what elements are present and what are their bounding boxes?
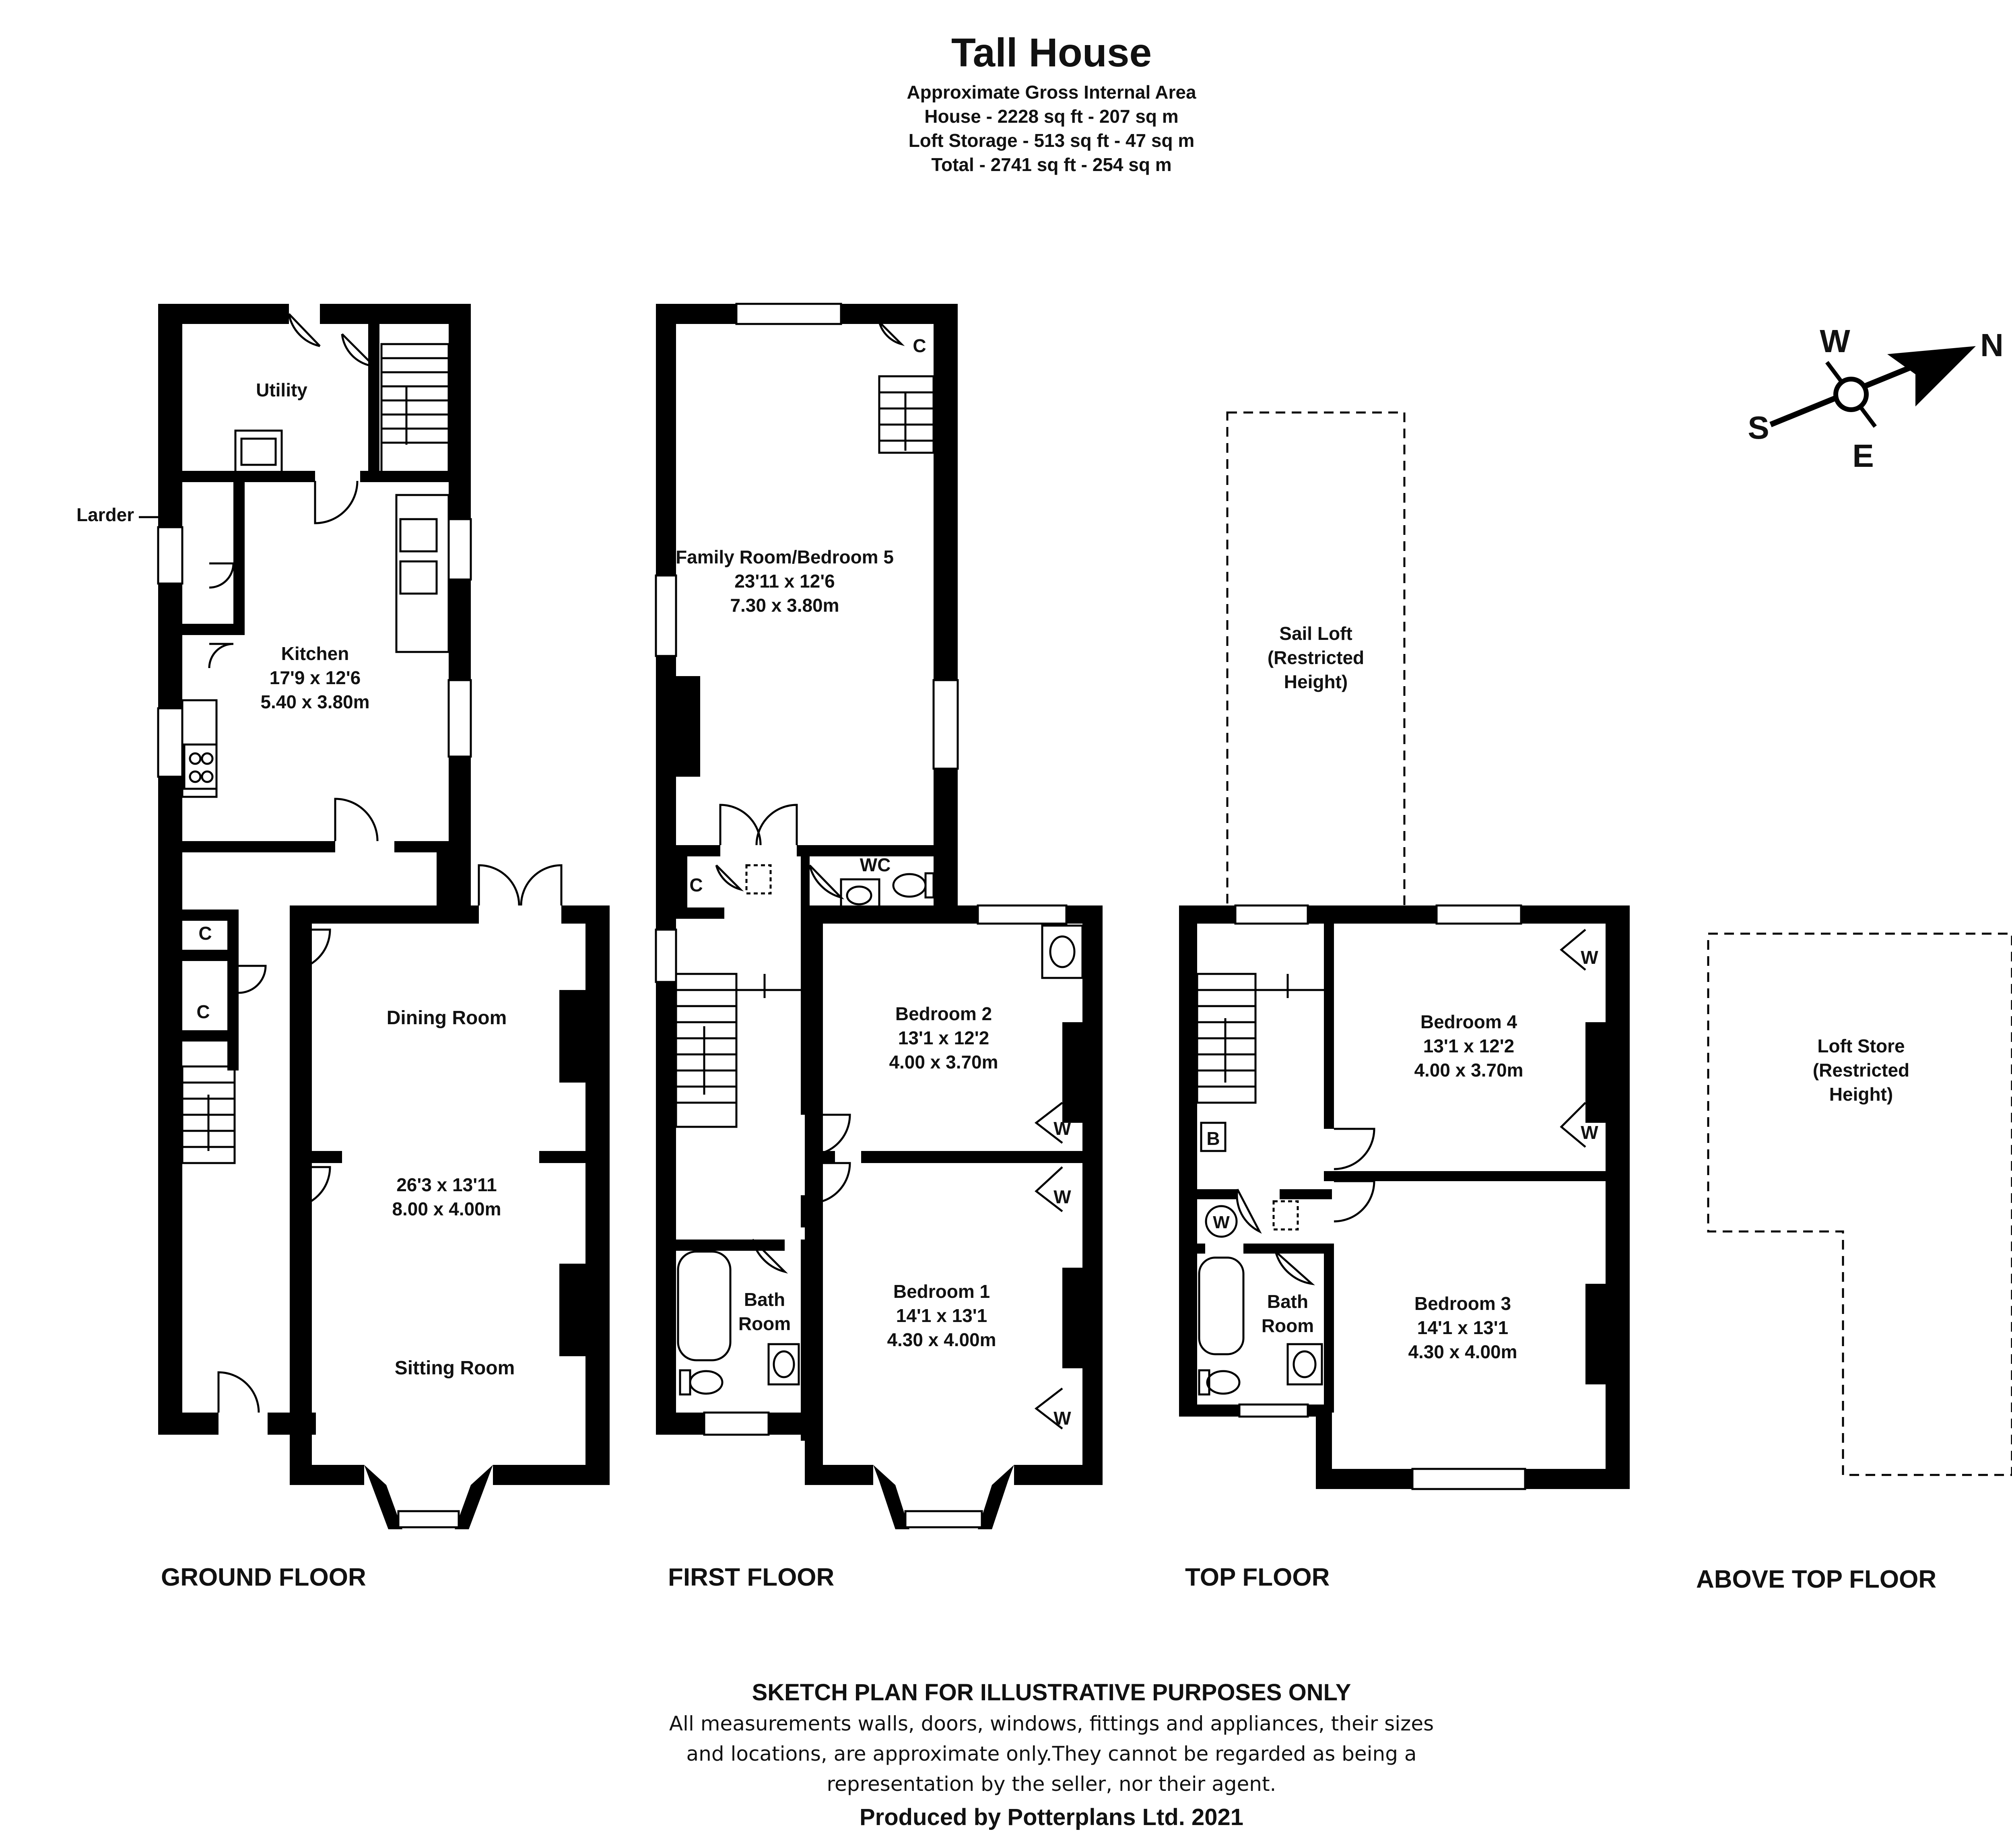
room-utility: Utility [256, 380, 307, 400]
sail-loft-3: Height) [1284, 671, 1348, 692]
room-dining: Dining Room [387, 1007, 507, 1029]
sitting-metric: 8.00 x 4.00m [392, 1198, 501, 1219]
room-kitchen: Kitchen [281, 643, 349, 664]
label-top-floor: TOP FLOOR [1185, 1563, 1330, 1591]
room-bedroom-3: Bedroom 3 [1414, 1293, 1511, 1314]
room-sitting: Sitting Room [395, 1357, 515, 1379]
water-tank: W [1213, 1213, 1230, 1232]
bedroom-3-imperial: 14'1 x 13'1 [1417, 1317, 1509, 1338]
bath-label-top-2: Room [1262, 1315, 1314, 1336]
room-bedroom-1: Bedroom 1 [893, 1281, 990, 1302]
cupboard-1: C [198, 923, 212, 944]
compass-s: S [1748, 410, 1769, 446]
bedroom-2-metric: 4.00 x 3.70m [889, 1052, 998, 1072]
total-area: Total - 2741 sq ft - 254 sq m [931, 154, 1171, 175]
loft-store-3: Height) [1829, 1084, 1893, 1105]
kitchen-metric: 5.40 x 3.80m [260, 691, 369, 712]
compass-w: W [1820, 323, 1850, 359]
footer: SKETCH PLAN FOR ILLUSTRATIVE PURPOSES ON… [669, 1679, 1434, 1830]
house-area: House - 2228 sq ft - 207 sq m [924, 106, 1178, 127]
bedroom-1-imperial: 14'1 x 13'1 [896, 1305, 987, 1326]
cupboard-landing: C [689, 874, 703, 895]
kitchen-imperial: 17'9 x 12'6 [270, 667, 361, 688]
label-first-floor: FIRST FLOOR [668, 1563, 834, 1591]
header: Tall House Approximate Gross Internal Ar… [907, 30, 1196, 175]
top-floor-plan: Sail Loft (Restricted Height) Bedroom 4 … [1179, 411, 1630, 1591]
bath-label-2: Room [738, 1313, 791, 1334]
loft-area: Loft Storage - 513 sq ft - 47 sq m [909, 130, 1195, 151]
footer-heading: SKETCH PLAN FOR ILLUSTRATIVE PURPOSES ON… [752, 1679, 1351, 1706]
room-bedroom-2: Bedroom 2 [895, 1003, 992, 1024]
footer-line-1: All measurements walls, doors, windows, … [669, 1712, 1434, 1735]
footer-credit: Produced by Potterplans Ltd. 2021 [860, 1804, 1243, 1830]
sitting-imperial: 26'3 x 13'11 [396, 1174, 497, 1195]
loft-store-2: (Restricted [1813, 1060, 1909, 1081]
bath-label-1: Bath [744, 1289, 785, 1310]
bedroom-1-metric: 4.30 x 4.00m [887, 1329, 996, 1350]
room-wc: WC [860, 854, 891, 875]
bedroom-3-metric: 4.30 x 4.00m [1408, 1341, 1517, 1362]
footer-line-3: representation by the seller, nor their … [827, 1772, 1276, 1796]
cupboard-2: C [196, 1001, 210, 1022]
family-metric: 7.30 x 3.80m [730, 595, 839, 616]
bedroom-2-imperial: 13'1 x 12'2 [898, 1027, 990, 1048]
above-top-floor-plan: Loft Store (Restricted Height) ABOVE TOP… [1696, 932, 2012, 1593]
label-ground-floor: GROUND FLOOR [161, 1563, 366, 1591]
compass-n: N [1980, 327, 2004, 363]
cupboard-family: C [913, 335, 926, 356]
compass-e: E [1852, 438, 1874, 474]
family-imperial: 23'11 x 12'6 [734, 571, 835, 592]
wardrobe-5: W [1581, 1122, 1598, 1143]
wardrobe-2: W [1053, 1186, 1071, 1207]
loft-store-1: Loft Store [1817, 1035, 1905, 1056]
compass-icon: N S E W [1748, 323, 2004, 474]
wardrobe-1: W [1053, 1118, 1071, 1139]
label-above-top-floor: ABOVE TOP FLOOR [1696, 1565, 1936, 1593]
sail-loft-2: (Restricted [1268, 647, 1364, 668]
bedroom-4-imperial: 13'1 x 12'2 [1423, 1035, 1515, 1056]
page-title: Tall House [951, 30, 1152, 75]
room-larder: Larder [76, 504, 134, 525]
area-heading: Approximate Gross Internal Area [907, 82, 1196, 103]
room-family: Family Room/Bedroom 5 [676, 547, 894, 567]
sail-loft-1: Sail Loft [1279, 623, 1352, 644]
wardrobe-3: W [1053, 1408, 1071, 1429]
footer-line-2: and locations, are approximate only.They… [686, 1742, 1417, 1766]
bedroom-4-metric: 4.00 x 3.70m [1414, 1060, 1523, 1081]
bath-label-top-1: Bath [1267, 1291, 1308, 1312]
room-bedroom-4: Bedroom 4 [1420, 1011, 1517, 1032]
ground-floor-plan: Utility Larder Kitchen 17'9 x 12'6 5.40 … [76, 304, 610, 1591]
first-floor-plan: Family Room/Bedroom 5 23'11 x 12'6 7.30 … [655, 303, 1103, 1591]
wardrobe-4: W [1581, 947, 1598, 968]
boiler: B [1206, 1128, 1220, 1149]
